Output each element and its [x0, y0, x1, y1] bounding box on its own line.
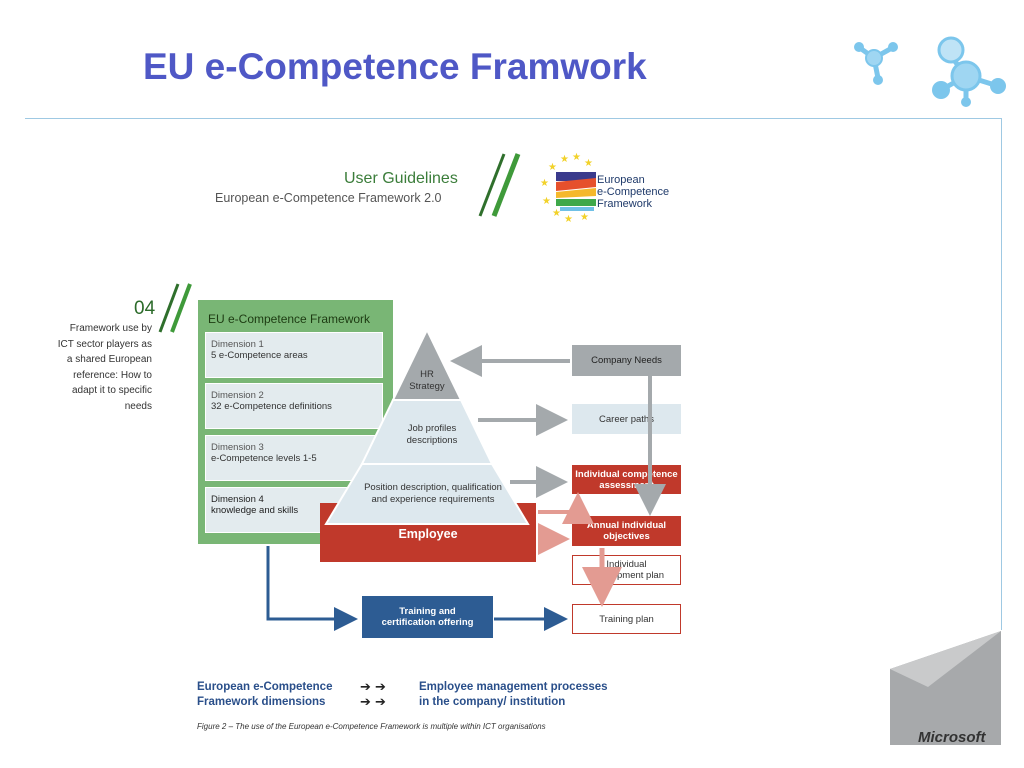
framework-to-training-arrow: [266, 546, 358, 631]
svg-text:★: ★: [580, 212, 589, 223]
employee-to-assessment-arrow: [538, 492, 594, 524]
svg-text:★: ★: [560, 154, 569, 165]
company-needs-box: Company Needs: [572, 345, 681, 376]
page-curl-icon: [890, 631, 1001, 745]
svg-text:★: ★: [540, 178, 549, 189]
svg-text:★: ★: [572, 152, 581, 163]
microsoft-logo: Microsoft: [918, 729, 986, 746]
guidelines-title: User Guidelines: [344, 170, 458, 187]
slide-title: EU e-Competence Framwork: [143, 46, 647, 87]
legend-left: European e-Competence Framework dimensio…: [197, 681, 333, 708]
annual-objectives-box: Annual individual objectives: [572, 516, 681, 546]
svg-text:★: ★: [564, 214, 573, 225]
svg-text:★: ★: [552, 208, 561, 219]
logo-text: European e-Competence Framework: [597, 174, 670, 210]
dimension-3-box: Dimension 3 e-Competence levels 1-5: [205, 435, 383, 481]
svg-text:★: ★: [542, 196, 551, 207]
double-slash-divider: [478, 153, 521, 217]
right-divider: [1001, 118, 1002, 630]
employee-label: Employee: [398, 527, 458, 541]
career-paths-box: Career paths: [572, 404, 681, 434]
pyramid-hr-strategy: HR Strategy: [409, 369, 445, 392]
pyramid-position-description: Position description, qualification and …: [364, 482, 502, 505]
ecf-logo-icon: ★ ★ ★ ★ ★ ★ ★ ★ ★: [540, 152, 596, 225]
title-divider: [25, 118, 1002, 119]
dimension-desc: 32 e-Competence definitions: [211, 401, 332, 412]
legend-right: Employee management processes in the com…: [419, 681, 608, 708]
figure-caption: Figure 2 – The use of the European e-Com…: [197, 722, 546, 731]
legend-arrows: ➔ ➔ ➔ ➔: [360, 680, 386, 710]
guidelines-subtitle: European e-Competence Framework 2.0: [215, 191, 442, 205]
hr-pyramid: [324, 328, 530, 525]
dimension-label: Dimension 2: [211, 390, 264, 401]
svg-text:★: ★: [548, 162, 557, 173]
training-plan-box: Training plan: [572, 604, 681, 634]
molecule-icon: [854, 36, 1006, 107]
dimension-desc: knowledge and skills: [211, 505, 299, 516]
section-slash-divider: [158, 283, 192, 333]
training-offering-box: Training and certification offering: [362, 596, 493, 638]
dimension-label: Dimension 1: [211, 339, 264, 350]
dimension-desc: e-Competence levels 1-5: [211, 453, 317, 464]
side-note-text: Framework use by ICT sector players as a…: [57, 323, 152, 412]
dimension-label: Dimension 4: [211, 494, 264, 505]
dimension-2-box: Dimension 2 32 e-Competence definitions: [205, 383, 383, 429]
dimension-label: Dimension 3: [211, 442, 264, 453]
section-number: 04: [134, 298, 156, 319]
framework-panel-title: EU e-Competence Framework: [208, 312, 371, 326]
svg-text:★: ★: [584, 158, 593, 169]
dimension-1-box: Dimension 1 5 e-Competence areas: [205, 332, 383, 378]
dimension-desc: 5 e-Competence areas: [211, 350, 308, 361]
pyramid-job-profiles: Job profiles descriptions: [406, 423, 458, 446]
